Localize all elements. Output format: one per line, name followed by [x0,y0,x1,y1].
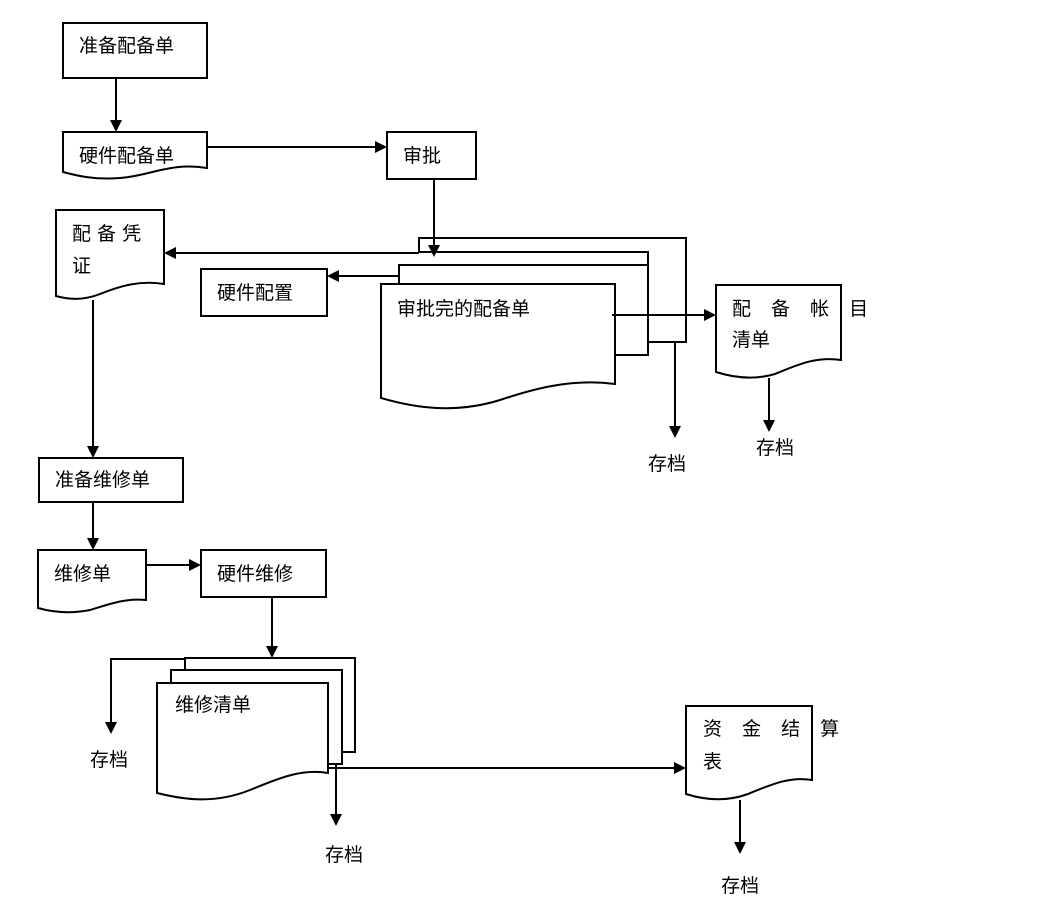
document-config-voucher: 配 备 凭 证 [55,209,165,300]
document-hw-config-order-label: 硬件配备单 [79,145,174,167]
multidoc-approved-config-order: 审批完的配备单 [380,237,687,410]
document-config-account-list-line2: 清单 [732,329,770,351]
archive-label-fund-settlement: 存档 [721,875,759,897]
document-repair-order-label: 维修单 [54,563,111,585]
process-hw-config: 硬件配置 [200,268,328,317]
document-fund-settlement-line1: 资 金 结 算 [703,718,846,740]
process-approve-label: 审批 [403,145,441,167]
multidoc-repair-list-label: 维修清单 [175,694,251,716]
process-hw-repair-label: 硬件维修 [217,563,293,585]
multidoc-repair-list: 维修清单 [156,657,356,801]
process-hw-repair: 硬件维修 [200,549,327,598]
archive-label-approved-stack: 存档 [648,453,686,475]
process-approve: 审批 [386,131,477,180]
document-repair-order: 维修单 [37,549,147,614]
process-prepare-config-order-label: 准备配备单 [79,35,174,57]
document-config-account-list: 配 备 帐 目 清单 [715,284,875,379]
document-config-voucher-line1: 配 备 凭 [72,223,141,245]
archive-label-account-list: 存档 [756,437,794,459]
connectors [87,78,775,854]
process-prepare-repair-order-label: 准备维修单 [55,469,150,491]
archive-label-repair-bottom: 存档 [325,844,363,866]
process-prepare-config-order: 准备配备单 [62,22,208,79]
process-prepare-repair-order: 准备维修单 [38,457,184,503]
archive-label-repair-left: 存档 [90,749,128,771]
document-config-account-list-line1: 配 备 帐 目 [732,298,875,320]
process-hw-config-label: 硬件配置 [217,282,293,304]
document-fund-settlement-line2: 表 [703,751,722,773]
document-fund-settlement: 资 金 结 算 表 [685,705,846,801]
document-config-voucher-line2: 证 [72,255,91,277]
multidoc-approved-config-order-label: 审批完的配备单 [397,298,530,320]
document-hw-config-order: 硬件配备单 [62,131,208,180]
